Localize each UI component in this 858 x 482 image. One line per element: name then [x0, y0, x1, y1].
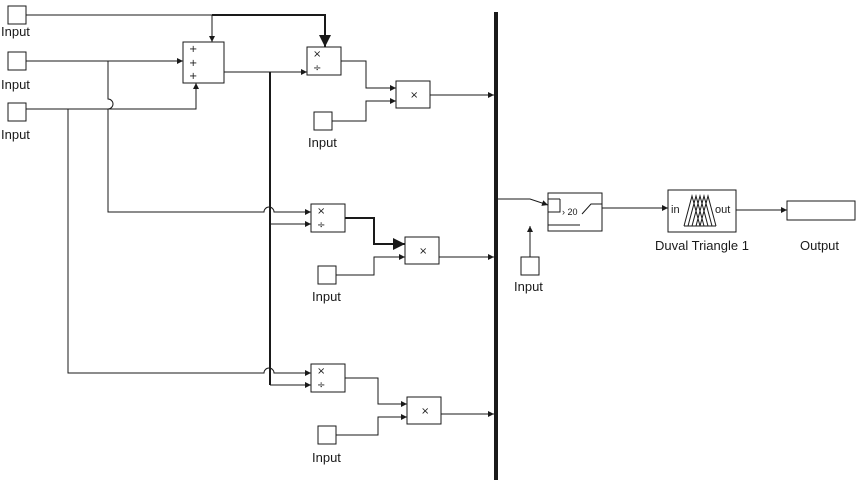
product-block-3-symbol: ×: [421, 406, 429, 417]
sum-block[interactable]: + + +: [182, 41, 225, 84]
divide-block-1[interactable]: × ÷: [306, 46, 342, 76]
product-block-1[interactable]: ×: [395, 80, 431, 109]
input-label-1: Input: [1, 24, 30, 39]
switch-block[interactable]: › 20: [547, 192, 603, 232]
divide-block-3-div: ÷: [317, 380, 325, 391]
input-label-7: Input: [514, 279, 543, 294]
divide-block-1-mult: ×: [313, 49, 321, 60]
input-block-7[interactable]: Input: [514, 256, 543, 294]
input-label-6: Input: [312, 450, 341, 465]
input-block-2[interactable]: Input: [1, 51, 30, 92]
input-block-4[interactable]: Input: [308, 111, 337, 150]
fis-out-port: out: [715, 204, 730, 216]
mux-bar[interactable]: [494, 12, 498, 480]
signal-lines: [26, 14, 787, 436]
sum-sign-2: +: [189, 58, 197, 69]
fis-block[interactable]: in out Duval Triangle 1: [655, 189, 749, 253]
product-block-2-symbol: ×: [419, 246, 427, 257]
divide-block-3[interactable]: × ÷: [310, 363, 346, 393]
divide-block-2[interactable]: × ÷: [310, 203, 346, 233]
divide-block-2-div: ÷: [317, 220, 325, 231]
input-label-5: Input: [312, 289, 341, 304]
divide-block-2-mult: ×: [317, 206, 325, 217]
input-block-6[interactable]: Input: [312, 425, 341, 465]
input-label-2: Input: [1, 77, 30, 92]
input-block-3[interactable]: Input: [1, 102, 30, 142]
input-label-4: Input: [308, 135, 337, 150]
sum-sign-1: +: [189, 44, 197, 55]
divide-block-1-div: ÷: [313, 63, 321, 74]
sum-sign-3: +: [189, 71, 197, 82]
product-block-1-symbol: ×: [410, 90, 418, 101]
input-block-5[interactable]: Input: [312, 265, 341, 304]
input-label-3: Input: [1, 127, 30, 142]
divide-block-3-mult: ×: [317, 366, 325, 377]
product-block-3[interactable]: ×: [406, 396, 442, 425]
fis-name: Duval Triangle 1: [655, 238, 749, 253]
membership-functions-icon: [683, 194, 717, 227]
switch-threshold: › 20: [562, 207, 578, 217]
fis-in-port: in: [671, 204, 680, 216]
input-block-1[interactable]: Input: [1, 5, 30, 39]
product-block-2[interactable]: ×: [404, 236, 440, 265]
output-block[interactable]: Output: [786, 200, 856, 253]
output-label: Output: [800, 238, 839, 253]
